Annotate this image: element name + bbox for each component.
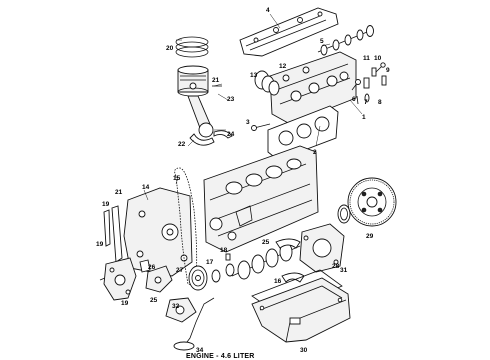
callout-11: 11 — [363, 55, 370, 62]
callout-23: 22 — [178, 141, 186, 148]
cam-sprocket — [254, 70, 280, 96]
callout-19b: 19 — [96, 241, 104, 248]
chain-guides — [99, 205, 123, 281]
piston — [177, 65, 222, 97]
callout-24: 24 — [227, 131, 235, 138]
engine-block — [203, 145, 319, 253]
head-bolt — [251, 123, 271, 131]
leader-lines — [143, 13, 363, 201]
callout-1: 1 — [362, 114, 366, 121]
callout-2: 2 — [313, 149, 317, 156]
camshaft — [317, 25, 374, 56]
oil-pan — [251, 277, 351, 343]
valve-hardware — [351, 62, 387, 105]
timing-cover — [123, 187, 193, 277]
callout-22: 21 — [212, 77, 220, 84]
callout-26: 25 — [150, 297, 158, 304]
piston-rings — [175, 36, 209, 58]
flywheel — [347, 177, 397, 227]
callout-10: 10 — [374, 55, 382, 62]
callout-24-upper: 23 — [227, 96, 235, 103]
crank-sprocket — [211, 253, 235, 283]
callout-28: 27 — [176, 267, 184, 274]
callout-30: 29 — [366, 233, 374, 240]
crankshaft — [231, 238, 305, 283]
timing-chain — [174, 167, 198, 285]
callout-6: 6 — [352, 96, 356, 103]
callout-20: 21 — [115, 189, 123, 196]
cylinder-head — [269, 51, 357, 125]
callout-16: 16 — [274, 278, 282, 285]
callout-19: 19 — [102, 201, 110, 208]
callout-34: 34 — [196, 347, 204, 354]
tensioner — [139, 259, 173, 293]
callout-labels: 4 5 11 10 9 12 13 6 7 8 1 3 2 20 21 23 2… — [96, 7, 390, 354]
crank-pulley — [188, 265, 208, 291]
callout-3: 3 — [246, 119, 250, 126]
callout-17: 17 — [206, 259, 214, 266]
callout-32: 31 — [340, 267, 348, 274]
oil-pump — [103, 257, 137, 301]
callout-19c: 19 — [121, 300, 129, 307]
valve-cover — [239, 7, 339, 57]
callout-4: 4 — [266, 7, 270, 14]
callout-14: 14 — [142, 184, 150, 191]
head-gasket — [267, 105, 339, 161]
callout-5: 5 — [320, 38, 324, 45]
diagram-caption: ENGINE - 4.6 LITER — [186, 353, 255, 360]
connecting-rod — [187, 95, 233, 146]
callout-27: 26 — [148, 264, 156, 271]
callout-21: 20 — [166, 45, 174, 52]
oil-pickup — [165, 297, 215, 351]
callout-15: 15 — [173, 175, 181, 182]
rear-seal-retainer — [299, 204, 351, 273]
callout-13: 13 — [250, 72, 258, 79]
callout-9: 9 — [386, 67, 390, 74]
callout-29: 28 — [332, 263, 340, 270]
callout-12: 12 — [279, 63, 287, 70]
callout-8: 8 — [378, 99, 382, 106]
callout-31: 30 — [300, 347, 308, 354]
callout-18: 18 — [220, 247, 228, 254]
callout-7: 7 — [364, 99, 368, 106]
callout-25: 25 — [262, 239, 270, 246]
callout-33: 32 — [172, 303, 180, 310]
